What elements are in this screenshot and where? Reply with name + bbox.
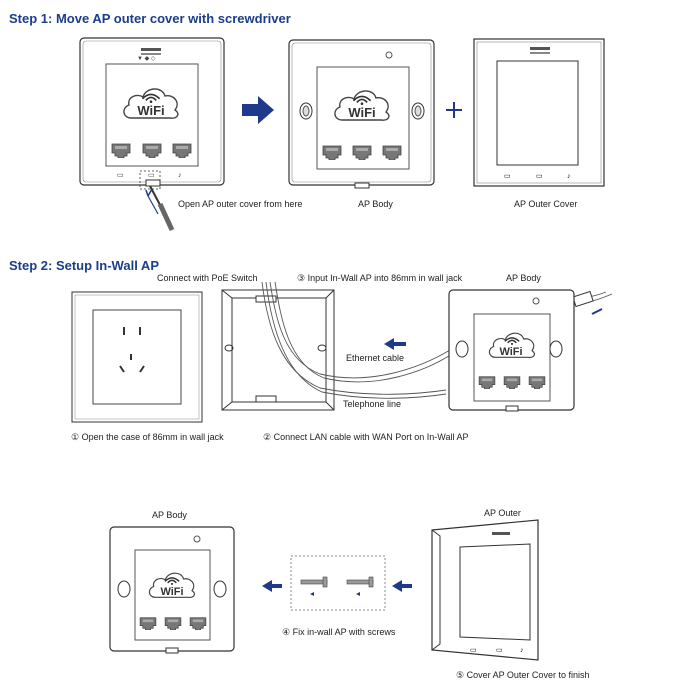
step1-title: Step 1: Move AP outer cover with screwdr… [9,11,291,26]
indicator-leds: ▼ ◆ ◇ [137,48,161,62]
ap-body-step2: WiFi [448,289,575,412]
caption-step-4: ④ Fix in-wall AP with screws [282,627,396,637]
step2-title: Step 2: Setup In-Wall AP [9,258,159,273]
cables [261,281,613,399]
caption-step-2: ② Connect LAN cable with WAN Port on In-… [263,432,469,442]
ap-outer-cover-step1: ▭ ▭ ♪ [473,38,605,187]
plus-icon [446,102,462,118]
wifi-logo: WiFi [137,103,164,118]
svg-text:♪: ♪ [567,173,571,180]
arrow-left-icon-3 [392,580,412,592]
svg-text:♪: ♪ [520,647,524,654]
svg-text:WiFi: WiFi [499,346,522,358]
svg-text:▭: ▭ [504,173,511,180]
arrow-right-icon [242,96,274,124]
label-ap-body-3: AP Body [152,510,187,520]
svg-text:♪: ♪ [178,172,182,179]
ap-body-step3: WiFi [109,526,235,654]
arrow-left-icon [384,338,406,350]
svg-text:▭: ▭ [148,172,155,179]
caption-ap-outer-cover: AP Outer Cover [514,199,578,209]
screws-panel [290,555,386,611]
label-telephone-line: Telephone line [343,399,402,409]
svg-text:▭: ▭ [117,172,124,179]
caption-open-cover: Open AP outer cover from here [178,199,303,209]
in-wall-box [221,289,335,411]
caption-step-1: ① Open the case of 86mm in wall jack [71,432,224,442]
screwdriver-icon [145,185,175,232]
svg-text:▭: ▭ [536,173,543,180]
label-ap-body-2: AP Body [506,273,541,283]
ap-outer-step3: ▭ ▭ ♪ [431,519,539,661]
arrow-left-icon-2 [262,580,282,592]
svg-text:WiFi: WiFi [348,105,375,120]
label-input-jack: ③ Input In-Wall AP into 86mm in wall jac… [297,273,463,283]
ap-body-step1: WiFi [288,39,435,189]
svg-text:WiFi: WiFi [160,586,183,598]
svg-text:▭: ▭ [470,647,477,654]
svg-text:▼ ◆ ◇: ▼ ◆ ◇ [137,56,156,62]
label-poe-switch: Connect with PoE Switch [157,273,258,283]
caption-ap-body: AP Body [358,199,393,209]
ap-with-cover: ▼ ◆ ◇ WiFi ▭ ▭ ♪ [79,37,225,190]
caption-step-5: ⑤ Cover AP Outer Cover to finish [456,670,590,680]
label-ethernet-cable: Ethernet cable [346,353,405,363]
wall-socket [71,291,203,423]
label-ap-outer: AP Outer [484,508,521,518]
svg-text:▭: ▭ [496,647,503,654]
